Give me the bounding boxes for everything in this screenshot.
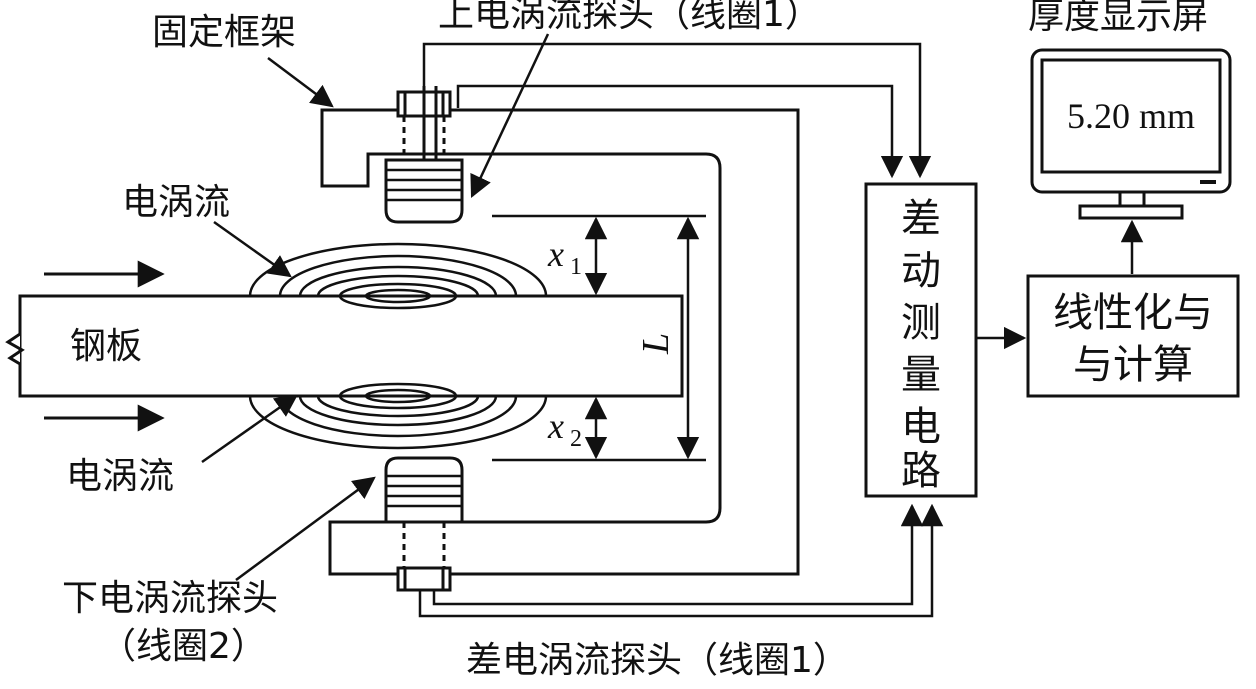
lower-probe-label-line2: （线圈2） [100, 626, 267, 667]
lower-probe-label-line1: 下电涡流探头 [62, 578, 278, 619]
eddy-upper-pointer [213, 220, 292, 278]
diff-char-3: 测 [901, 300, 941, 346]
x1-subscript: 1 [570, 254, 582, 280]
upper-probe-pointer [470, 33, 550, 199]
frame-pointer [267, 57, 334, 108]
frame-label: 固定框架 [152, 12, 296, 53]
eddy-current-lower [248, 382, 548, 450]
eddy-lower-label: 电涡流 [66, 456, 174, 497]
diff-char-6: 路 [901, 448, 941, 494]
dimensions [492, 214, 706, 462]
diff-char-2: 动 [901, 248, 941, 294]
x2-label: x [547, 406, 564, 446]
lower-probe-pointer [235, 476, 376, 582]
display-value: 5.20 mm [1067, 96, 1195, 136]
eddy-current-upper [248, 242, 548, 310]
L-label: L [635, 333, 677, 355]
fixed-frame [320, 108, 800, 576]
linearization-line1: 线性化与 [1053, 290, 1213, 336]
steel-plate: 钢板 [5, 294, 684, 398]
linearization-box: 线性化与 与计算 [1026, 274, 1240, 398]
x2-subscript: 2 [570, 426, 582, 452]
differential-circuit-box: 差 动 测 量 电 路 [864, 182, 978, 498]
lower-probe [384, 456, 464, 592]
signal-wires [418, 42, 944, 618]
x1-label: x [547, 234, 564, 274]
eddy-lower-pointer [201, 394, 298, 464]
upper-probe-label: 上电涡流探头（线圈1） [438, 0, 821, 35]
diff-char-5: 电 [901, 404, 941, 450]
diff-probe-label: 差电涡流探头（线圈1） [466, 640, 849, 681]
diff-char-4: 量 [901, 352, 941, 398]
thickness-display-monitor: 5.20 mm [1030, 48, 1232, 220]
linearization-line2: 与计算 [1073, 342, 1193, 388]
steel-plate-label: 钢板 [70, 326, 142, 367]
display-title: 厚度显示屏 [1028, 0, 1208, 37]
eddy-upper-label: 电涡流 [122, 182, 230, 223]
diff-char-1: 差 [901, 196, 941, 242]
